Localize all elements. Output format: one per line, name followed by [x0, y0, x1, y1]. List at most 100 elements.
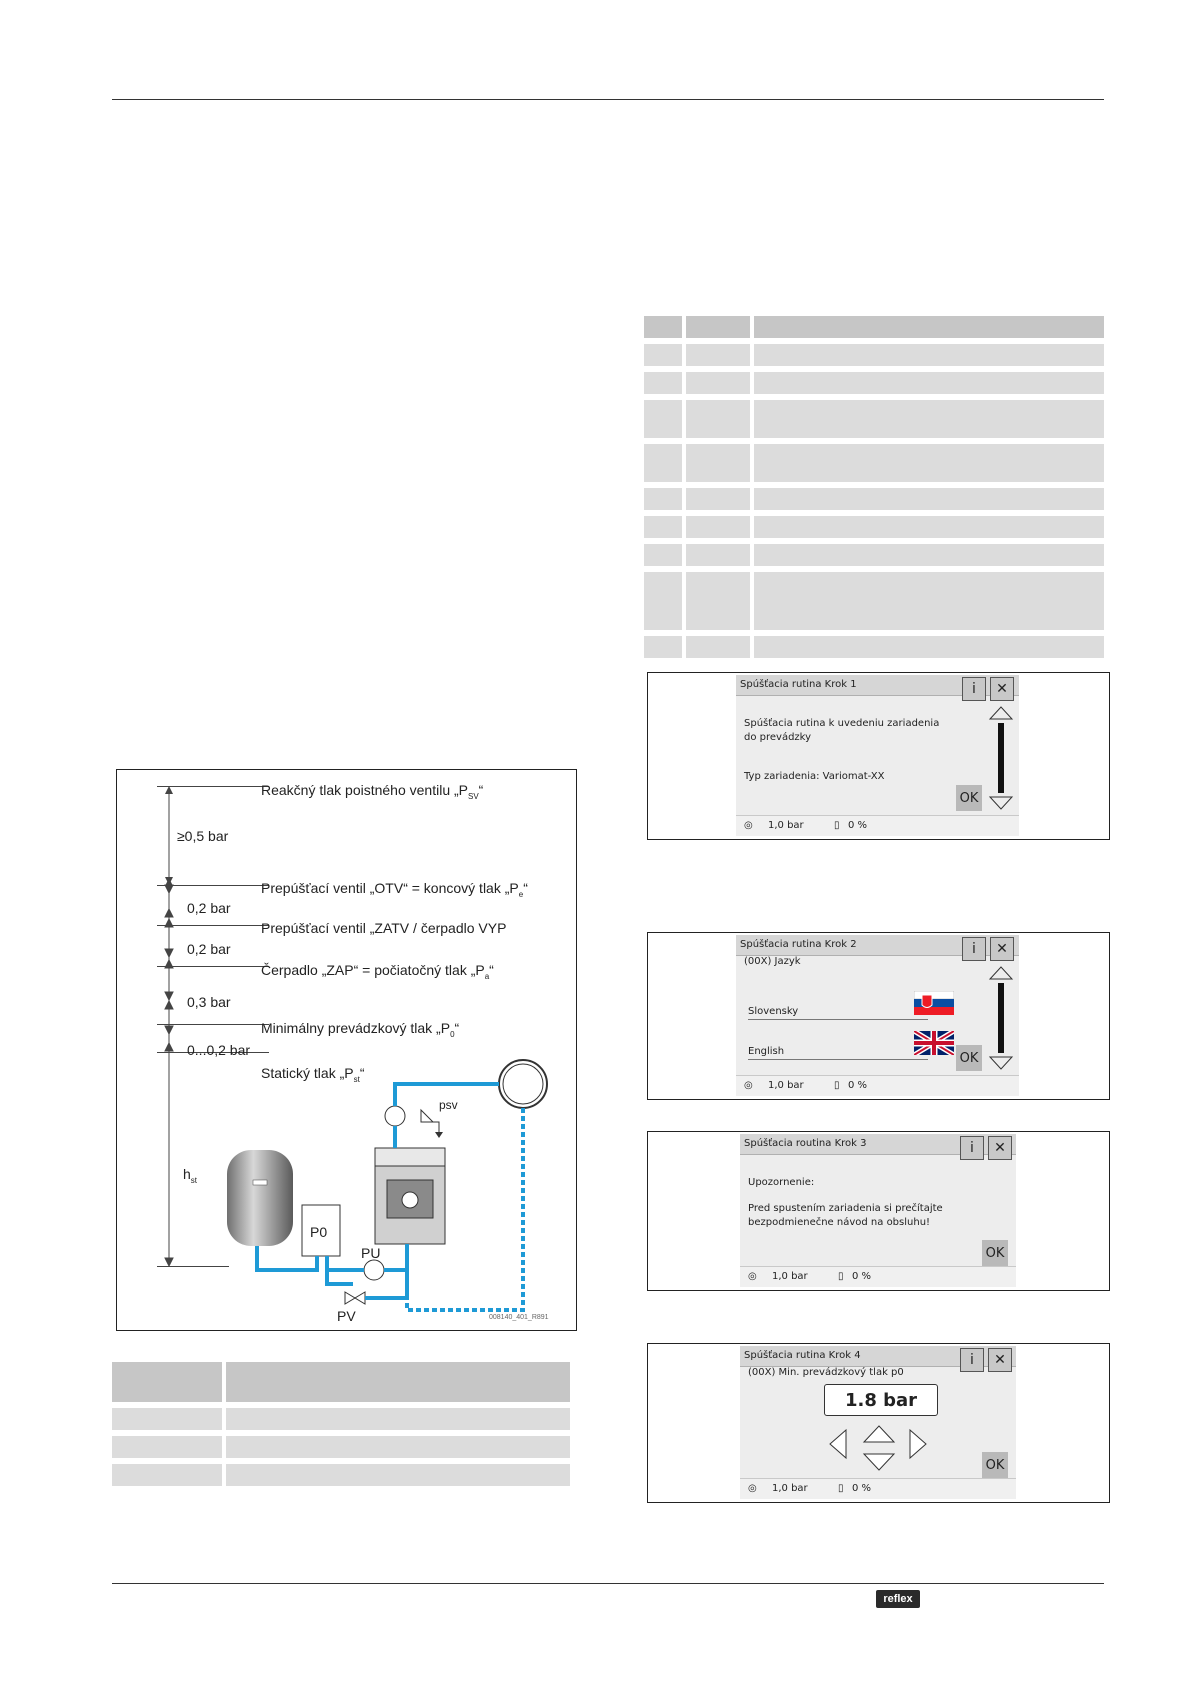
- table-header-row: [112, 1362, 570, 1402]
- uk-flag-icon[interactable]: [914, 1031, 954, 1055]
- boundary-line: [157, 925, 269, 926]
- label-pu: PU: [361, 1245, 381, 1261]
- close-icon[interactable]: ✕: [988, 1136, 1012, 1160]
- table-row: [644, 400, 1104, 438]
- screen-titlebar: Spúšťacia routina Krok 3: [740, 1134, 1016, 1155]
- label-02a: 0,2 bar: [187, 900, 231, 916]
- header-rule: [112, 99, 1104, 100]
- screen-titlebar: Spúšťacia rutina Krok 4: [740, 1346, 1016, 1367]
- level-icon: ▯: [834, 820, 840, 831]
- reflex-logo: reflex: [876, 1590, 920, 1608]
- screen-subtitle: (00X) Jazyk: [744, 956, 801, 967]
- screen-title: Spúšťacia routina Krok 3: [744, 1138, 867, 1149]
- label-static: Statický tlak „Pst“: [261, 1065, 365, 1084]
- table-row: [644, 636, 1104, 658]
- ok-button[interactable]: OK: [982, 1240, 1008, 1266]
- scrollbar[interactable]: [986, 965, 1016, 1075]
- label-0-02: 0...0,2 bar: [187, 1042, 251, 1058]
- table-row: [644, 344, 1104, 366]
- boundary-line: [157, 1024, 269, 1025]
- screen-text-3: bezpodmienečne návod na obsluhu!: [748, 1217, 931, 1228]
- language-option-english[interactable]: English: [748, 1045, 928, 1060]
- pressure-readout: 1,0 bar: [772, 1271, 808, 1282]
- gauge-icon: ◎: [748, 1483, 757, 1494]
- gauge-icon: ◎: [748, 1271, 757, 1282]
- ok-button[interactable]: OK: [956, 785, 982, 811]
- level-readout: 0 %: [852, 1271, 872, 1282]
- dimension-arrows: [164, 786, 548, 1312]
- label-hst: hst: [183, 1166, 198, 1185]
- value-display[interactable]: 1.8 bar: [824, 1384, 938, 1416]
- arrow-right-icon[interactable]: [908, 1428, 928, 1460]
- boundary-line: [157, 786, 269, 787]
- info-icon[interactable]: i: [962, 937, 986, 961]
- table-row: [644, 444, 1104, 482]
- label-zatv: Prepúšťací ventil „ZATV / čerpadlo VYP: [261, 920, 507, 936]
- screen-title: Spúšťacia rutina Krok 4: [744, 1350, 861, 1361]
- level-icon: ▯: [838, 1271, 844, 1282]
- pressure-readout: 1,0 bar: [772, 1483, 808, 1494]
- arrow-left-icon[interactable]: [828, 1428, 848, 1460]
- label-pump-on: Čerpadlo „ZAP“ = počiatočný tlak „Pa“: [261, 962, 494, 981]
- info-icon[interactable]: i: [962, 677, 986, 701]
- label-03: 0,3 bar: [187, 994, 231, 1010]
- screen-titlebar: Spúšťacia rutina Krok 1: [736, 675, 1019, 696]
- screen-frame-step2: Spúšťacia rutina Krok 2 i ✕ (00X) Jazyk …: [647, 932, 1110, 1100]
- table-row: [112, 1408, 570, 1430]
- label-ge05: ≥0,5 bar: [177, 828, 229, 844]
- screen-frame-step4: Spúšťacia rutina Krok 4 i ✕ (00X) Min. p…: [647, 1343, 1110, 1503]
- info-icon[interactable]: i: [960, 1348, 984, 1372]
- pressure-diagram: Reakčný tlak poistného ventilu „PSV“ ≥0,…: [116, 769, 577, 1331]
- close-icon[interactable]: ✕: [988, 1348, 1012, 1372]
- ok-button[interactable]: OK: [956, 1045, 982, 1071]
- pressure-readout: 1,0 bar: [768, 1080, 804, 1091]
- screen-frame-step3: Spúšťacia routina Krok 3 i ✕ Upozornenie…: [647, 1131, 1110, 1291]
- level-icon: ▯: [834, 1080, 840, 1091]
- level-icon: ▯: [838, 1483, 844, 1494]
- language-option-slovak[interactable]: Slovensky: [748, 1005, 928, 1020]
- status-bar: ◎ 1,0 bar ▯ 0 %: [740, 1478, 1016, 1499]
- label-02b: 0,2 bar: [187, 941, 231, 957]
- table-row: [644, 488, 1104, 510]
- label-psv: Reakčný tlak poistného ventilu „PSV“: [261, 782, 484, 801]
- gauge-icon: ◎: [744, 820, 753, 831]
- screen-frame-step1: Spúšťacia rutina Krok 1 i ✕ Spúšťacia ru…: [647, 672, 1110, 840]
- screen-text-1: Spúšťacia rutina k uvedeniu zariadenia: [744, 718, 940, 729]
- slovak-flag-icon[interactable]: [914, 991, 954, 1015]
- level-readout: 0 %: [852, 1483, 872, 1494]
- close-icon[interactable]: ✕: [990, 677, 1014, 701]
- level-readout: 0 %: [848, 820, 868, 831]
- status-bar: ◎ 1,0 bar ▯ 0 %: [740, 1266, 1016, 1287]
- arrow-up-icon[interactable]: [862, 1424, 896, 1444]
- screen-text-1: Upozornenie:: [748, 1177, 815, 1188]
- boundary-line: [157, 885, 269, 886]
- label-p0-box: P0: [310, 1224, 328, 1240]
- screen-text-2: Pred spustením zariadenia si prečítajte: [748, 1203, 943, 1214]
- screen-step4: Spúšťacia rutina Krok 4 i ✕ (00X) Min. p…: [740, 1346, 1016, 1499]
- boundary-line: [157, 1052, 269, 1053]
- info-icon[interactable]: i: [960, 1136, 984, 1160]
- label-code: 008140_401_R891: [489, 1314, 549, 1321]
- footer-rule: [112, 1583, 1104, 1584]
- scrollbar[interactable]: [986, 705, 1016, 815]
- right-table: [640, 310, 1108, 664]
- table-row: [644, 372, 1104, 394]
- screen-text-2: do prevádzky: [744, 732, 812, 743]
- screen-title: Spúšťacia rutina Krok 2: [740, 939, 857, 950]
- ok-button[interactable]: OK: [982, 1452, 1008, 1478]
- screen-step1: Spúšťacia rutina Krok 1 i ✕ Spúšťacia ru…: [736, 675, 1019, 836]
- label-min-p0: Minimálny prevádzkový tlak „P0“: [261, 1020, 460, 1039]
- status-bar: ◎ 1,0 bar ▯ 0 %: [736, 1075, 1019, 1096]
- status-bar: ◎ 1,0 bar ▯ 0 %: [736, 815, 1019, 836]
- pressure-readout: 1,0 bar: [768, 820, 804, 831]
- screen-step3: Spúšťacia routina Krok 3 i ✕ Upozornenie…: [740, 1134, 1016, 1287]
- close-icon[interactable]: ✕: [990, 937, 1014, 961]
- boundary-line: [157, 966, 269, 967]
- table-row: [644, 572, 1104, 630]
- arrow-down-icon[interactable]: [862, 1452, 896, 1472]
- table-row: [644, 516, 1104, 538]
- screen-step2: Spúšťacia rutina Krok 2 i ✕ (00X) Jazyk …: [736, 935, 1019, 1096]
- level-readout: 0 %: [848, 1080, 868, 1091]
- left-table: [108, 1356, 574, 1492]
- label-pe-valve: Prepúšťací ventil „OTV“ = koncový tlak „…: [261, 880, 528, 899]
